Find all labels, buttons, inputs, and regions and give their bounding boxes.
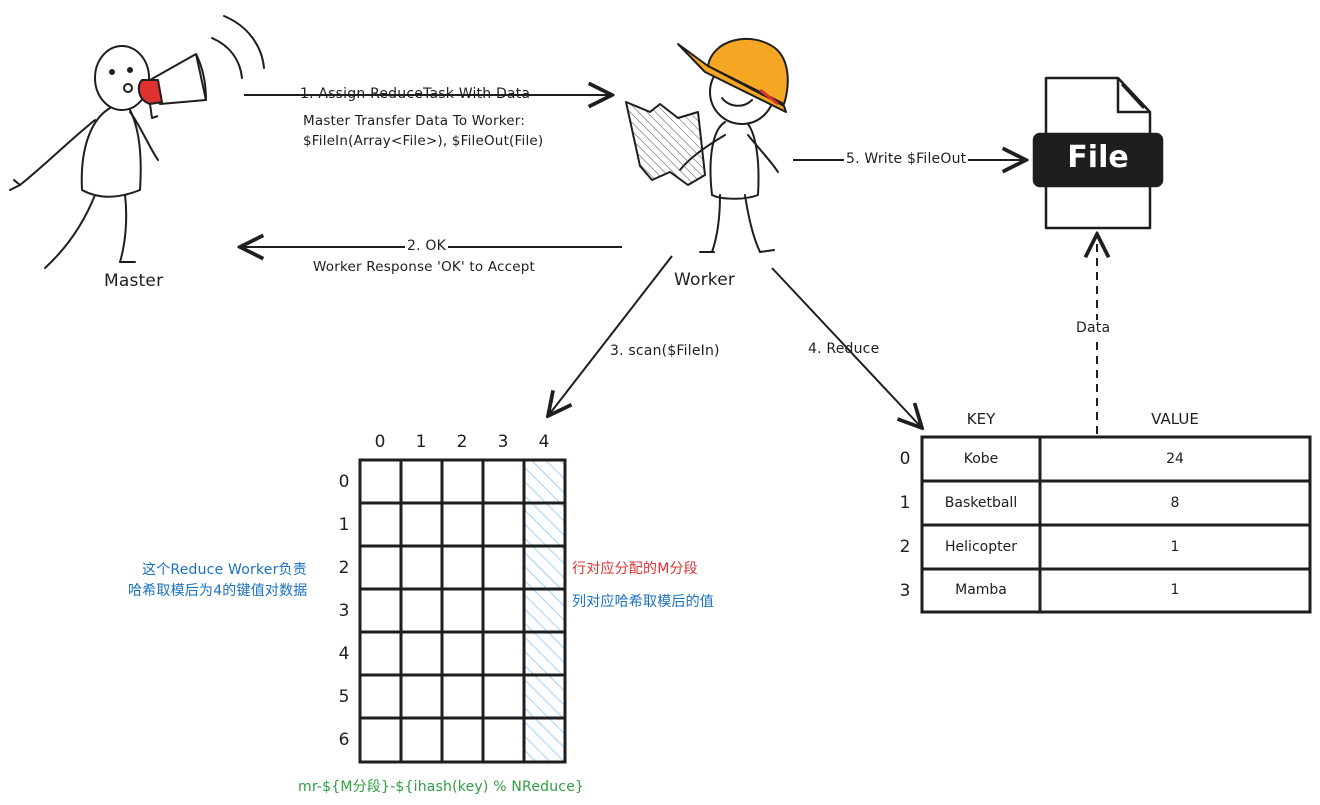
grid-row-header: 6	[338, 730, 350, 750]
arrow-scan	[548, 255, 673, 416]
grid-col-header: 3	[497, 432, 509, 452]
formula-label: mr-${M分段}-${ihash(key) % NReduce}	[298, 779, 585, 795]
grid-row-header: 4	[338, 644, 350, 664]
master-body	[80, 107, 142, 198]
kv-value-cell: 24	[1166, 451, 1184, 467]
grid-col-header: 4	[538, 432, 550, 452]
grid-row-header: 0	[338, 472, 350, 492]
kv-key-cell: Basketball	[944, 495, 1018, 511]
kv-key-cell: Helicopter	[945, 539, 1017, 555]
kv-value-cell: 8	[1170, 495, 1180, 511]
kv-key-cell: Kobe	[963, 451, 999, 467]
worker-label: Worker	[674, 270, 736, 290]
grid-col-header: 1	[415, 432, 427, 452]
grid-row-header: 5	[338, 687, 350, 707]
kv-key-cell: Mamba	[955, 582, 1007, 598]
grid-row-header: 3	[338, 601, 350, 621]
partition-grid	[358, 458, 567, 764]
kv-row-index: 1	[899, 493, 911, 513]
data-label: Data	[1076, 320, 1111, 336]
sound-waves-icon	[211, 15, 265, 79]
kv-row-index: 0	[899, 449, 911, 469]
file-label: File	[1067, 140, 1129, 175]
step1-note-line2: $FileIn(Array<File>), $FileOut(File)	[303, 133, 544, 149]
row-note: 行对应分配的M分段	[572, 561, 698, 577]
left-note-line1: 这个Reduce Worker负责	[142, 562, 307, 578]
kv-row-index: 2	[899, 537, 911, 557]
kv-key-header: KEY	[966, 410, 996, 428]
kv-value-cell: 1	[1170, 539, 1180, 555]
master-head	[94, 45, 150, 111]
kv-table-lines	[920, 435, 1312, 614]
megaphone-icon	[137, 53, 207, 119]
grid-row-header: 2	[338, 558, 350, 578]
hard-hat-icon	[677, 38, 789, 113]
step3-label: 3. scan($FileIn)	[610, 343, 720, 359]
step2-label: 2. OK	[405, 238, 449, 254]
kv-value-header: VALUE	[1151, 410, 1199, 428]
left-note-line2: 哈希取模后为4的键值对数据	[128, 583, 308, 599]
grid-row-header: 1	[338, 515, 350, 535]
highlighted-column	[524, 460, 565, 762]
step1-label: 1. Assign ReduceTask With Data	[300, 86, 531, 102]
grid-col-header: 0	[374, 432, 386, 452]
arrow-reduce	[771, 267, 922, 428]
file-icon	[1032, 76, 1164, 230]
map-icon	[625, 101, 706, 186]
master-figure	[9, 45, 159, 269]
kv-value-cell: 1	[1170, 582, 1180, 598]
grid-col-header: 2	[456, 432, 468, 452]
kv-row-index: 3	[899, 581, 911, 601]
master-label: Master	[104, 271, 164, 291]
step5-label: 5. Write $FileOut	[844, 151, 969, 167]
col-note: 列对应哈希取模后的值	[572, 594, 714, 610]
step2-note: Worker Response 'OK' to Accept	[313, 259, 536, 275]
step1-note-line1: Master Transfer Data To Worker:	[303, 113, 526, 129]
step4-label: 4. Reduce	[808, 341, 880, 357]
